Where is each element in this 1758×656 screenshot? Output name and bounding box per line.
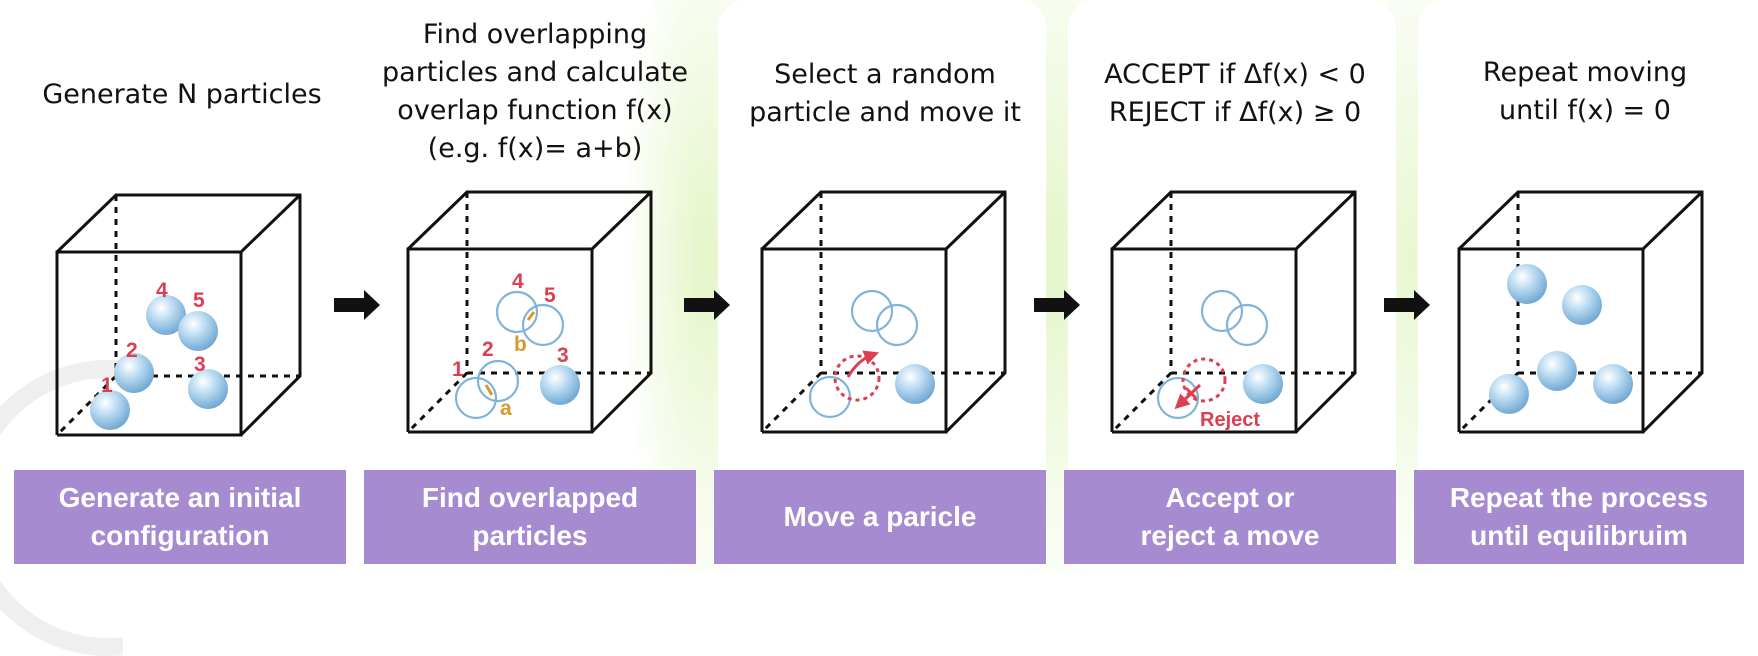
cube-4	[1110, 190, 1357, 434]
particle	[895, 364, 935, 404]
step-2-bar: Find overlapped particles	[364, 470, 696, 564]
particle-label-3: 3	[557, 344, 569, 367]
overlap-rings-step-4	[1156, 289, 1269, 420]
particle	[146, 295, 186, 335]
step-3-bar: Move a paricle	[714, 470, 1046, 564]
step-5-bar: Repeat the process until equilibruim	[1414, 470, 1744, 564]
overlap-marker-b	[526, 311, 536, 321]
step-2-title: Find overlapping particles and calculate…	[382, 19, 688, 164]
particle	[1537, 351, 1577, 391]
step-1-bar: Generate an initial configuration	[14, 470, 346, 564]
overlap-rings-step-3	[808, 289, 919, 419]
reject-arrow-tick	[1184, 386, 1198, 400]
particle	[1507, 264, 1547, 304]
overlap-rings-step-2	[454, 290, 565, 420]
particle	[540, 365, 580, 405]
cube-1	[55, 193, 302, 437]
ring-particle	[875, 303, 919, 347]
particle	[114, 353, 154, 393]
step-4-title: ACCEPT if Δf(x) < 0 REJECT if Δf(x) ≥ 0	[1104, 59, 1366, 128]
particle-label-3: 3	[194, 353, 206, 376]
particles-step-1	[90, 295, 228, 430]
particle	[90, 390, 130, 430]
ring-particle	[521, 303, 565, 347]
cube-2	[406, 190, 653, 434]
step-1-title: Generate N particles	[42, 79, 322, 110]
ring-particle	[454, 376, 498, 420]
overlap-label-b: b	[514, 333, 527, 356]
particle	[1243, 364, 1283, 404]
cube-3	[760, 190, 1007, 434]
arrow-right-icon	[684, 290, 730, 320]
ring-particle	[476, 359, 520, 403]
step-5-title: Repeat moving until f(x) = 0	[1482, 57, 1688, 126]
particle-label-5: 5	[193, 289, 205, 312]
particles-step-5	[1489, 264, 1633, 414]
ring-particle	[808, 375, 852, 419]
particle-label-1: 1	[452, 358, 464, 381]
overlap-marker-a	[484, 384, 494, 396]
rejected-position	[1181, 357, 1227, 403]
particle	[1489, 374, 1529, 414]
particle	[188, 369, 228, 409]
particle	[178, 311, 218, 351]
particle	[1593, 364, 1633, 404]
selected-particle-target	[833, 354, 881, 402]
particle-label-2: 2	[482, 338, 494, 361]
curved-arrow-icon	[846, 350, 880, 378]
arrow-right-icon	[1384, 290, 1430, 320]
arrow-right-icon	[1034, 290, 1080, 320]
ring-particle	[495, 290, 539, 334]
ring-particle	[1156, 376, 1200, 420]
reject-arrow-icon	[1174, 383, 1202, 410]
particle-label-4: 4	[156, 279, 168, 302]
particle	[1562, 285, 1602, 325]
ring-particle	[1225, 303, 1269, 347]
particle-label-1: 1	[101, 374, 113, 397]
arrow-right-icon	[334, 290, 380, 320]
particle-label-2: 2	[126, 339, 138, 362]
ring-particle	[1200, 289, 1244, 333]
particle-label-4: 4	[512, 270, 524, 293]
ring-particle	[850, 289, 894, 333]
step-4-bar: Accept or reject a move	[1064, 470, 1396, 564]
overlap-label-a: a	[500, 397, 512, 420]
monte-carlo-diagram: 1 2 3 4 5 1 2 3 4 5 a b	[55, 190, 1704, 437]
particle-label-5: 5	[544, 284, 556, 307]
step-3-title: Select a random particle and move it	[749, 59, 1021, 128]
reject-label: Reject	[1200, 409, 1260, 431]
